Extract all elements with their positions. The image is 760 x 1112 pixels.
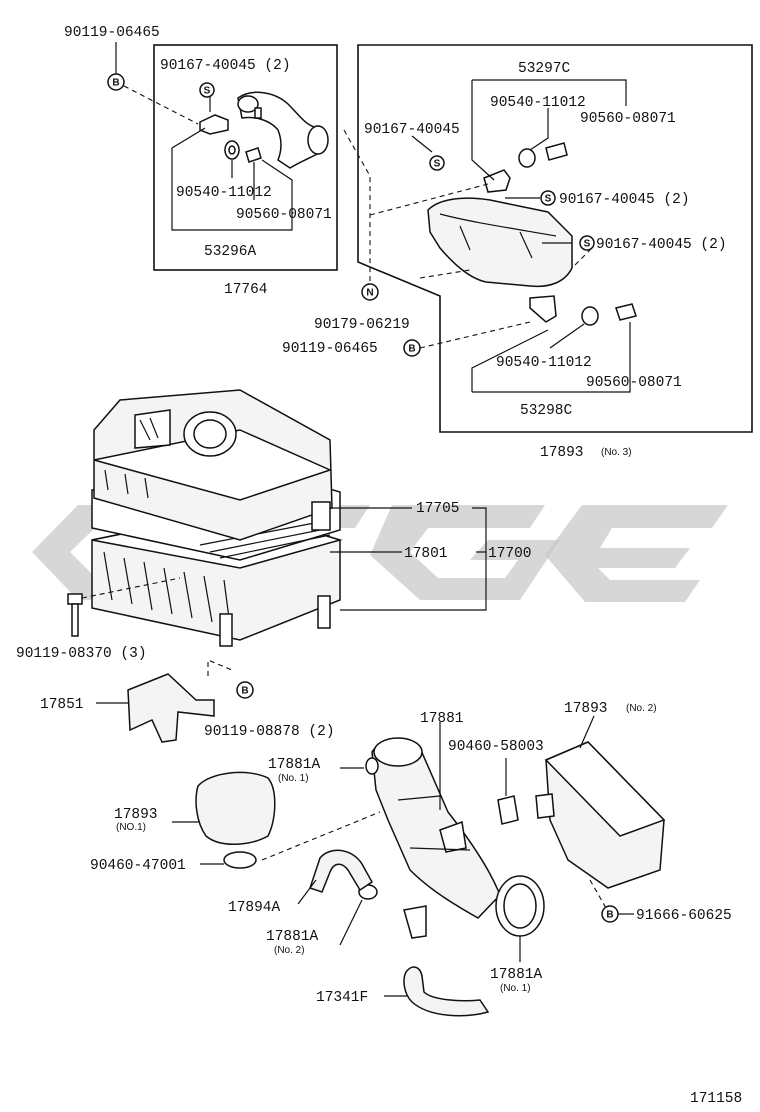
label-17881a-no1-bottom-sub: (No. 1): [500, 983, 531, 994]
screw-symbols-right: S S S: [429, 155, 595, 251]
label-90540-11012-c: 90540-11012: [496, 355, 592, 371]
label-17705: 17705: [416, 501, 460, 517]
label-17893-no2-sub: (No. 2): [626, 703, 657, 714]
label-17700: 17700: [488, 546, 532, 562]
label-17894a: 17894A: [228, 900, 281, 916]
label-90460-47001: 90460-47001: [90, 858, 186, 874]
case-cap-17705: [93, 389, 333, 541]
svg-text:N: N: [366, 288, 373, 299]
collar-90560-08071-a: [245, 147, 262, 163]
label-90119-06465-top: 90119-06465: [64, 25, 160, 41]
dashed-assembly-lines-top: [343, 129, 591, 349]
label-17881a-no2-sub: (No. 2): [274, 945, 305, 956]
label-17764: 17764: [224, 282, 268, 298]
nut-n-symbol: N: [361, 283, 379, 301]
label-90119-06465-mid: 90119-06465: [282, 341, 378, 357]
bolt-b-symbol-17851: B: [236, 681, 254, 699]
label-17893-no3: 17893: [540, 445, 584, 461]
part-labels: 90119-06465 90167-40045 (2) 90540-11012 …: [16, 25, 742, 1107]
svg-text:B: B: [241, 686, 248, 697]
label-17851: 17851: [40, 697, 84, 713]
label-90560-08071-b: 90560-08071: [580, 111, 676, 127]
label-17881: 17881: [420, 711, 464, 727]
svg-text:B: B: [408, 344, 415, 355]
label-91666-60625: 91666-60625: [636, 908, 732, 924]
clamp-90460-58003: [497, 758, 519, 825]
svg-text:S: S: [584, 239, 591, 250]
label-90560-08071-c: 90560-08071: [586, 375, 682, 391]
label-17341f: 17341F: [316, 990, 368, 1006]
box-17764: [153, 44, 338, 271]
svg-text:B: B: [606, 910, 613, 921]
label-90167-40045-2-r2: 90167-40045 (2): [596, 237, 727, 253]
bolt-90119-08370: [67, 577, 181, 637]
grommet-90540-11012-a: [224, 140, 240, 160]
resonator-17893-no2: [535, 715, 666, 909]
resonator-17893-no1: [172, 771, 276, 845]
collar-90560-08071-b: [545, 142, 568, 161]
bracket-53297c: [483, 169, 511, 193]
bolt-b-symbol-top: B: [107, 42, 199, 125]
label-90167-40045-mid: 90167-40045: [364, 122, 460, 138]
clamp-90460-47001: [200, 811, 381, 869]
hose-17341f: [384, 966, 490, 1017]
svg-text:S: S: [204, 86, 211, 97]
svg-text:S: S: [545, 194, 552, 205]
label-90540-11012-b: 90540-11012: [490, 95, 586, 111]
label-90167-40045-2-top: 90167-40045 (2): [160, 58, 291, 74]
label-53298c: 53298C: [520, 403, 573, 419]
label-53296a: 53296A: [204, 244, 257, 260]
diagram-number: 171158: [690, 1091, 742, 1107]
label-90560-08071-a: 90560-08071: [236, 207, 332, 223]
bolt-b-symbol-mid: B: [403, 339, 421, 357]
grommet-90540-11012-c: [581, 306, 599, 326]
svg-text:B: B: [112, 78, 119, 89]
screw-s-symbol-top: S: [199, 82, 215, 98]
label-17893-no1: 17893: [114, 807, 158, 823]
label-17881a-no2: 17881A: [266, 929, 319, 945]
grommet-90540-11012-b: [518, 148, 536, 168]
clamp-17881a-no1-top: [340, 757, 379, 775]
clamp-clips: [219, 501, 331, 647]
label-17893-no1-sub: (NO.1): [116, 822, 146, 833]
label-90119-08370: 90119-08370 (3): [16, 646, 147, 662]
label-17893-no2: 17893: [564, 701, 608, 717]
label-17893-no3-sub: (No. 3): [601, 447, 632, 458]
collar-90560-08071-c: [615, 303, 637, 321]
svg-text:S: S: [434, 159, 441, 170]
box-17893-no3: [357, 44, 753, 433]
label-53297c: 53297C: [518, 61, 571, 77]
label-90119-08878: 90119-08878 (2): [204, 724, 335, 740]
leaders-17700: [330, 507, 487, 611]
label-17881a-no1-top-sub: (No. 1): [278, 773, 309, 784]
bracket-53298c: [529, 295, 557, 323]
clamp-17881a-no2: [339, 884, 378, 946]
label-17881a-no1-bottom: 17881A: [490, 967, 543, 983]
resonator-cover-17893-no3: [427, 197, 573, 288]
label-17801: 17801: [404, 546, 448, 562]
intake-hose-17881: [371, 737, 545, 939]
leaders-17893-no3: [411, 79, 631, 393]
label-90460-58003: 90460-58003: [448, 739, 544, 755]
leaders-17764: [171, 96, 293, 231]
label-90540-11012-a: 90540-11012: [176, 185, 272, 201]
bolt-b-symbol-91666: B: [601, 905, 634, 923]
label-90179-06219: 90179-06219: [314, 317, 410, 333]
hose-17894a: [297, 849, 373, 905]
intake-duct-17764: [237, 91, 329, 169]
clip-53296a: [199, 114, 229, 135]
label-90167-40045-2-r1: 90167-40045 (2): [559, 192, 690, 208]
bracket-17851: [96, 659, 233, 743]
label-17881a-no1-top: 17881A: [268, 757, 321, 773]
